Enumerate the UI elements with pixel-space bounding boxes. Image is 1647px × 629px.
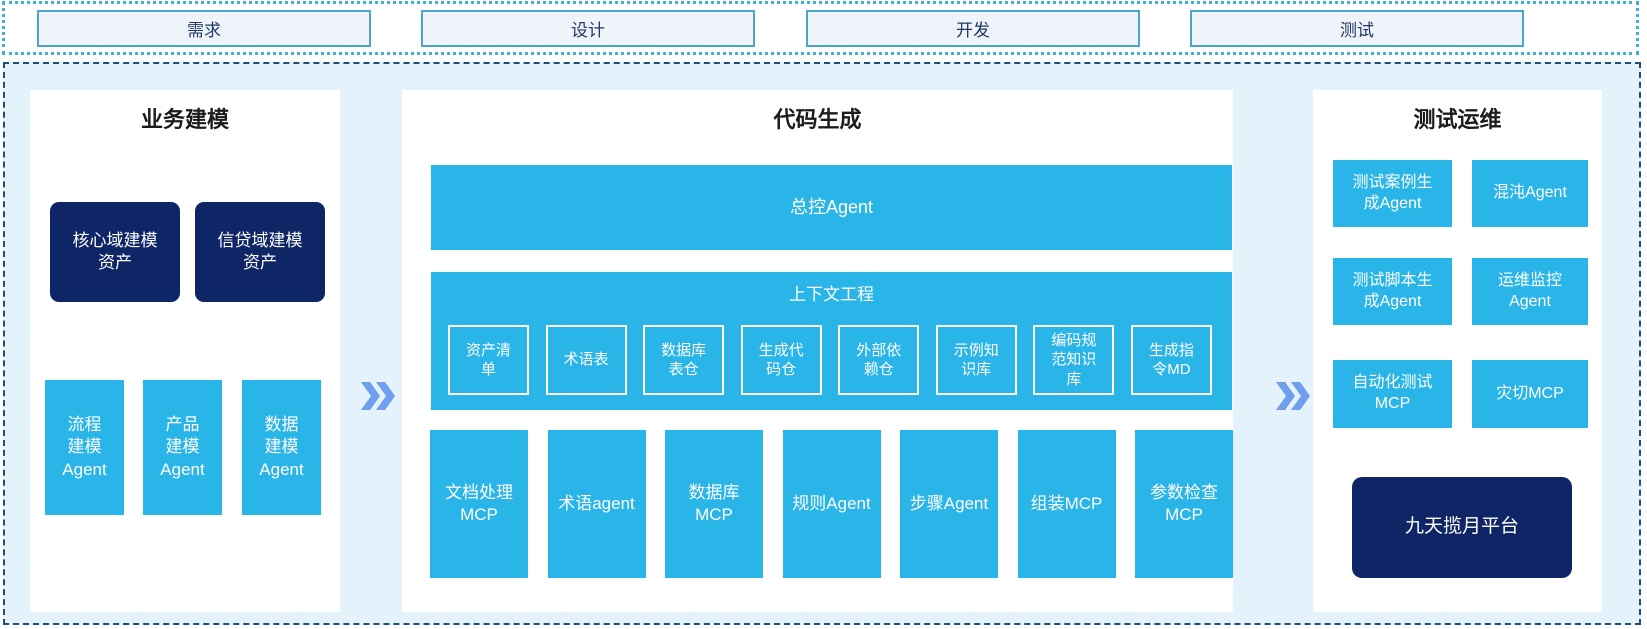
box-test-case-generation-agent: 测试案例生 成Agent	[1333, 160, 1452, 227]
double-chevron-right-icon	[1274, 380, 1312, 412]
box-rules-agent: 规则Agent	[782, 430, 881, 578]
panel-business-modeling: 业务建模 核心域建模 资产 信贷域建模 资产 流程 建模 Agent 产品 建模…	[30, 90, 340, 612]
tools-row: 文档处理 MCP 术语agent 数据库 MCP 规则Agent 步骤Agent…	[430, 430, 1233, 578]
box-parameter-check-mcp: 参数检查 MCP	[1135, 430, 1233, 578]
panel-code-generation: 代码生成 总控Agent 上下文工程 资产清 单 术语表 数据库 表仓 生成代 …	[402, 90, 1233, 612]
ctx-item-glossary: 术语表	[545, 325, 627, 395]
block-title-context-engineering: 上下文工程	[789, 285, 874, 304]
context-items-row: 资产清 单 术语表 数据库 表仓 生成代 码仓 外部依 赖仓 示例知 识库 编码…	[448, 325, 1212, 395]
box-automated-test-mcp: 自动化测试 MCP	[1333, 360, 1452, 428]
box-process-modeling-agent: 流程 建模 Agent	[45, 380, 124, 515]
phase-box-design: 设计	[421, 10, 755, 47]
panel-title-business-modeling: 业务建模	[140, 107, 229, 132]
ctx-item-generated-code-repo: 生成代 码仓	[740, 325, 822, 395]
ctx-item-generation-instruction-md: 生成指 令MD	[1130, 325, 1212, 395]
ctx-item-external-dependency-repo: 外部依 赖仓	[838, 325, 920, 395]
double-chevron-right-icon	[359, 380, 397, 412]
panel-title-test-ops: 测试运维	[1413, 107, 1502, 132]
box-chaos-agent: 混沌Agent	[1472, 160, 1588, 227]
ctx-item-database-table-repo: 数据库 表仓	[643, 325, 725, 395]
panel-test-ops: 测试运维 测试案例生 成Agent 混沌Agent 测试脚本生 成Agent 运…	[1313, 90, 1602, 612]
box-steps-agent: 步骤Agent	[900, 430, 998, 578]
box-document-processing-mcp: 文档处理 MCP	[430, 430, 528, 578]
panel-title-code-generation: 代码生成	[773, 107, 862, 132]
main-container: 业务建模 核心域建模 资产 信贷域建模 资产 流程 建模 Agent 产品 建模…	[3, 62, 1641, 625]
box-product-modeling-agent: 产品 建模 Agent	[143, 380, 222, 515]
phase-box-testing: 测试	[1190, 10, 1524, 47]
phase-box-requirements: 需求	[37, 10, 371, 47]
box-terminology-agent: 术语agent	[547, 430, 646, 578]
ctx-item-coding-standard-knowledge-base: 编码规 范知识 库	[1033, 325, 1115, 395]
box-jiutian-lanyue-platform: 九天揽月平台	[1352, 477, 1572, 578]
box-assembly-mcp: 组装MCP	[1017, 430, 1116, 578]
box-database-mcp: 数据库 MCP	[665, 430, 763, 578]
box-credit-domain-modeling-assets: 信贷域建模 资产	[195, 202, 325, 302]
box-data-modeling-agent: 数据 建模 Agent	[242, 380, 321, 515]
bar-master-control-agent: 总控Agent	[431, 165, 1232, 250]
box-ops-monitoring-agent: 运维监控 Agent	[1472, 258, 1588, 325]
phase-box-development: 开发	[806, 10, 1140, 47]
ctx-item-asset-list: 资产清 单	[448, 325, 529, 395]
ctx-item-example-knowledge-base: 示例知 识库	[935, 325, 1017, 395]
block-context-engineering: 上下文工程 资产清 单 术语表 数据库 表仓 生成代 码仓 外部依 赖仓 示例知…	[431, 272, 1232, 410]
box-disaster-switch-mcp: 灾切MCP	[1472, 360, 1588, 428]
phase-strip: 需求 设计 开发 测试	[2, 1, 1639, 55]
box-core-domain-modeling-assets: 核心域建模 资产	[50, 202, 180, 302]
box-test-script-generation-agent: 测试脚本生 成Agent	[1333, 258, 1452, 325]
